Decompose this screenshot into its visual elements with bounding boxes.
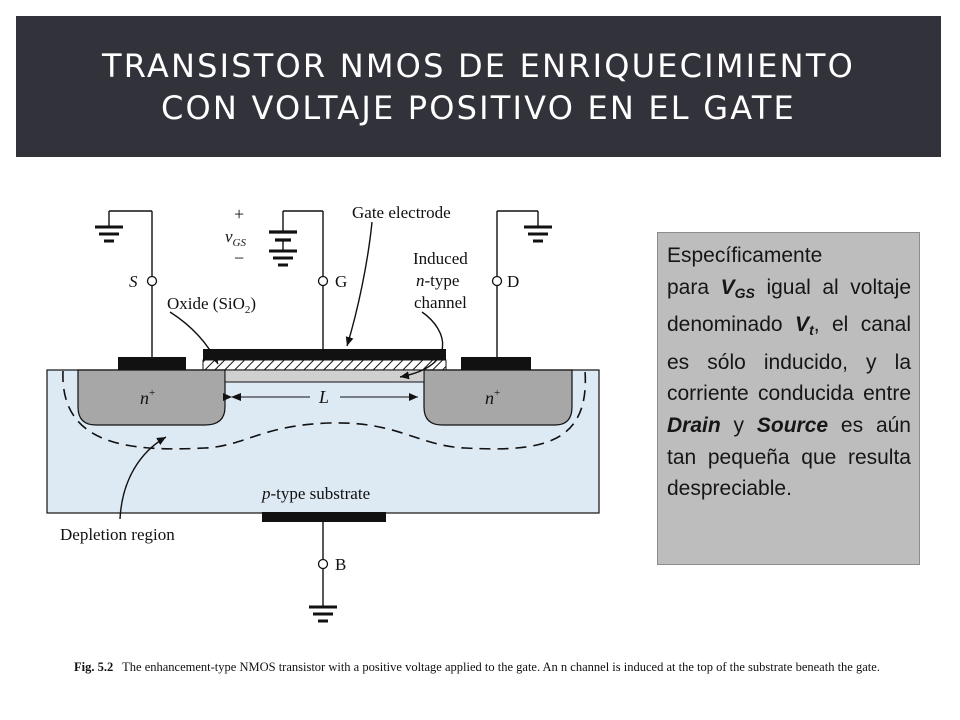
callout-vt-symbol: V [795, 313, 810, 337]
n-plus-region-left [77, 369, 226, 426]
oxide-arrow [169, 311, 219, 365]
source-contact [118, 357, 186, 370]
callout-text-3: igual al voltaje denominado [667, 275, 911, 337]
figure-caption: Fig. 5.2 The enhancement-type NMOS trans… [74, 659, 884, 676]
body-ground [309, 522, 337, 623]
substrate-label: p-type substrate [261, 484, 370, 503]
source-ground [95, 210, 153, 357]
n-plus-region-right [423, 369, 573, 426]
body-terminal-node [317, 558, 329, 570]
induced-label-line-1: Induced [413, 249, 468, 268]
gate-terminal-node [317, 275, 329, 287]
gate-electrode [203, 349, 446, 360]
induced-channel-arrow [399, 311, 444, 380]
callout-text-2: para [667, 275, 710, 299]
channel-length-label: L [318, 387, 329, 407]
supply-minus-label: − [234, 248, 244, 268]
callout-vgs-subscript: GS [734, 284, 755, 301]
n-plus-left-label: n+ [140, 387, 155, 408]
terminal-body-label: B [335, 555, 346, 574]
supply-plus-label: + [234, 204, 244, 224]
drain-terminal-node [491, 275, 503, 287]
gate-electrode-arrow [345, 221, 373, 347]
callout-text-1: Específicamente [667, 244, 823, 267]
oxide-layer [202, 359, 447, 371]
explanation-callout: Específicamente para VGS igual al voltaj… [657, 232, 920, 565]
callout-text-5: y [733, 413, 745, 437]
terminal-source-label: S [129, 272, 138, 291]
oxide-label: Oxide (SiO2) [167, 294, 256, 316]
induced-label-line-3: channel [414, 293, 467, 312]
callout-source-term: Source [756, 413, 829, 437]
slide-title-line-2: CON VOLTAJE POSITIVO EN EL GATE [161, 88, 796, 127]
terminal-gate-label: G [335, 272, 347, 291]
callout-text-6: es aún tan pequeña que resulta desprecia… [667, 413, 911, 501]
drain-ground [496, 210, 552, 357]
depletion-boundary [62, 370, 587, 450]
gate-supply [269, 210, 324, 349]
source-terminal-node [146, 275, 158, 287]
gate-electrode-label: Gate electrode [352, 203, 451, 222]
slide-title-line-1: TRANSISTOR NMOS DE ENRIQUECIMIENTO [102, 46, 855, 85]
title-bar: TRANSISTOR NMOS DE ENRIQUECIMIENTO CON V… [16, 16, 941, 157]
vgs-label: vGS [225, 227, 246, 249]
figure-caption-text: The enhancement-type NMOS transistor wit… [122, 660, 880, 674]
callout-vgs-symbol: V [720, 275, 735, 299]
induced-label-line-2: n-type [416, 271, 459, 290]
callout-text-4: , el canal es sólo inducido, y la corrie… [667, 313, 911, 406]
body-contact [262, 512, 386, 522]
callout-vt-subscript: t [809, 322, 814, 339]
n-plus-right-label: n+ [485, 387, 500, 408]
terminal-drain-label: D [507, 272, 519, 291]
depletion-region-label: Depletion region [60, 525, 175, 544]
induced-channel [224, 369, 425, 383]
drain-contact [461, 357, 531, 370]
figure-number: Fig. 5.2 [74, 660, 114, 674]
callout-drain-term: Drain [667, 413, 721, 437]
depletion-region-arrow [119, 436, 167, 520]
